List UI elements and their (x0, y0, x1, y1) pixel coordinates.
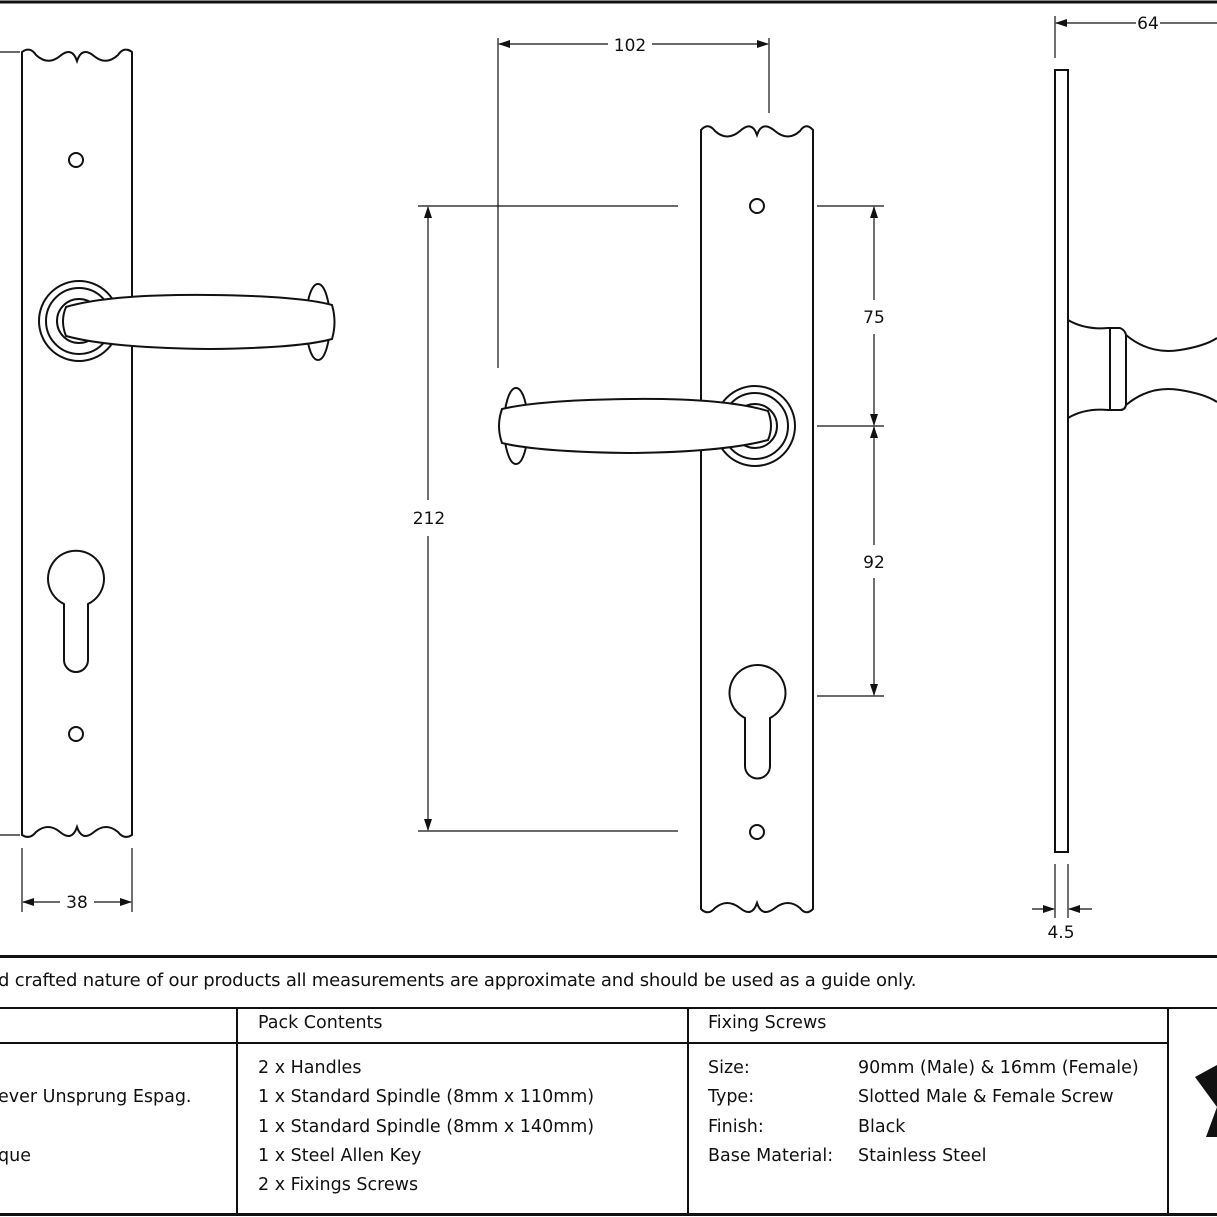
spec-row-finish: Finish: Black (708, 1113, 1139, 1142)
product-info-line (0, 1113, 192, 1142)
column-divider-3 (1167, 1007, 1169, 1215)
pack-item: 2 x Fixings Screws (258, 1175, 419, 1196)
fixing-hole-top (749, 198, 765, 214)
dim-plate-width: 38 (66, 893, 88, 913)
side-view (1032, 16, 1217, 918)
spec-value: Black (858, 1116, 906, 1137)
technical-drawing: 38 102 212 75 92 64 4.5 (0, 0, 1217, 943)
pack-item: 1 x Standard Spindle (8mm x 140mm) (258, 1116, 595, 1137)
dim-top-fixing-to-spindle: 75 (863, 308, 885, 328)
pack-item: 1 x Steel Allen Key (258, 1145, 422, 1166)
spec-value: Slotted Male & Female Screw (858, 1087, 1114, 1108)
spec-label: Type: (708, 1087, 755, 1108)
spec-row-base-material: Base Material: Stainless Steel (708, 1142, 1139, 1171)
pack-item: 1 x Standard Spindle (8mm x 110mm) (258, 1087, 595, 1108)
product-info-line: que (0, 1145, 31, 1166)
dim-spindle-to-cylinder: 92 (863, 553, 885, 573)
spec-row-size: Size: 90mm (Male) & 16mm (Female) (708, 1054, 1139, 1083)
backplate-outline (21, 48, 133, 838)
front-view-left (0, 48, 336, 912)
backplate-outline (700, 125, 814, 914)
spec-row-type: Type: Slotted Male & Female Screw (708, 1083, 1139, 1112)
table-top-border (0, 1007, 1217, 1009)
fixing-hole-top (68, 152, 84, 168)
product-info-line (0, 1171, 192, 1200)
pack-contents-header: Pack Contents (258, 1013, 383, 1033)
product-info-line (0, 1054, 192, 1083)
spec-label: Base Material: (708, 1145, 834, 1166)
front-view-right (418, 38, 884, 914)
dim-side-projection: 64 (1137, 14, 1159, 34)
pack-contents-list: 2 x Handles 1 x Standard Spindle (8mm x … (258, 1054, 594, 1200)
dim-fixing-centres: 212 (413, 509, 445, 529)
euro-cylinder-keyhole (47, 549, 105, 673)
table-header-border (0, 1042, 1168, 1044)
column-divider-1 (236, 1007, 238, 1215)
spec-value: 90mm (Male) & 16mm (Female) (858, 1058, 1139, 1078)
spec-value: Stainless Steel (858, 1145, 987, 1166)
measurement-disclaimer: d crafted nature of our products all mea… (0, 970, 917, 991)
fixing-screws-specs: Size: 90mm (Male) & 16mm (Female) Type: … (708, 1054, 1139, 1171)
dim-plate-thickness: 4.5 (1047, 923, 1074, 943)
fixing-hole-bottom (68, 726, 84, 742)
rose-profile (1067, 319, 1127, 419)
frame-divider (0, 955, 1217, 958)
product-info-line: ever Unsprung Espag. (0, 1087, 192, 1108)
euro-cylinder-keyhole (728, 664, 787, 780)
table-bottom-border (0, 1213, 1217, 1216)
spec-label: Finish: (708, 1116, 764, 1137)
fixing-screws-header: Fixing Screws (708, 1013, 827, 1033)
lever-profile (1125, 334, 1217, 352)
pack-item: 2 x Handles (258, 1058, 362, 1078)
star-logo-icon (1195, 1065, 1217, 1137)
backplate-edge (1054, 69, 1069, 853)
lever-handle (498, 397, 772, 455)
spec-label: Size: (708, 1058, 750, 1078)
dim-handle-projection: 102 (614, 36, 646, 56)
lever-handle (62, 293, 336, 351)
fixing-hole-bottom (749, 824, 765, 840)
column-divider-2 (687, 1007, 689, 1215)
product-info-list: ever Unsprung Espag. que (0, 1054, 192, 1200)
